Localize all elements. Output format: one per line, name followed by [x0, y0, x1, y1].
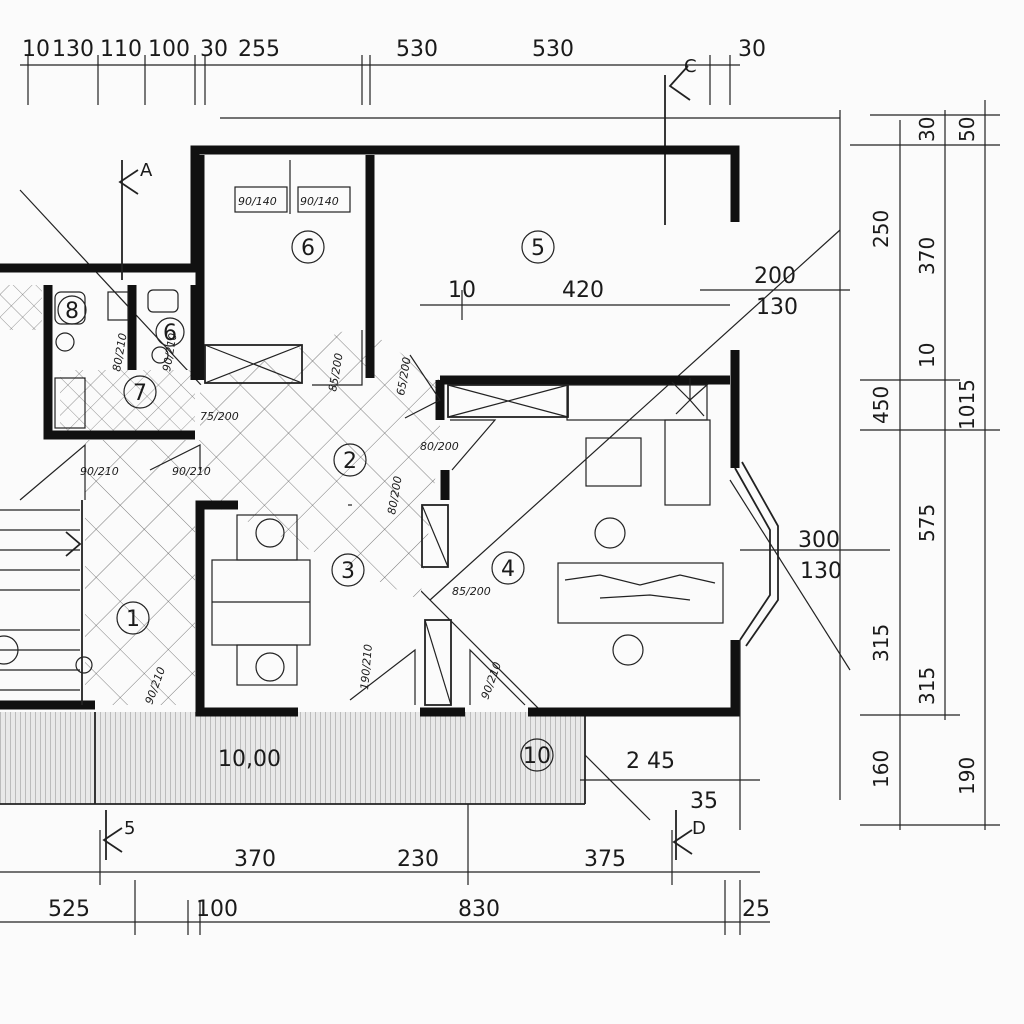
- right-dim-inner-3: 315: [869, 624, 893, 662]
- door-note-r6-a: 90/140: [238, 195, 277, 208]
- bottom-dim-3: 375: [584, 847, 626, 872]
- room-label-2: 2: [343, 449, 357, 474]
- staircase: [0, 500, 93, 705]
- inner-dimensions: 10 420 200 130 300 130 2 45 35: [420, 110, 890, 830]
- top-dim-6: 255: [238, 37, 280, 62]
- section-label-c: C: [684, 56, 697, 77]
- room-label-7: 7: [133, 381, 147, 406]
- bottom-dim-6: 830: [458, 897, 500, 922]
- right-dim-outer-2: 1015: [955, 379, 979, 430]
- room-label-1: 1: [126, 607, 140, 632]
- walls: [0, 145, 779, 717]
- section-mark-c: C: [664, 56, 697, 225]
- section-marks: A 5 D: [102, 160, 706, 860]
- window-bay-dim-b: 130: [800, 559, 842, 584]
- window-bay-dim-a: 300: [798, 528, 840, 553]
- bottom-dim-5: 100: [196, 897, 238, 922]
- room5-dim-a: 10: [448, 278, 476, 303]
- section-label-d: D: [692, 818, 706, 839]
- hatched-floor: [0, 285, 440, 705]
- door-note-10: 80/210: [110, 332, 130, 372]
- room5-dim-b: 420: [562, 278, 604, 303]
- top-dim-9: 30: [738, 37, 766, 62]
- door-note-3: 75/200: [200, 410, 239, 423]
- top-dim-8: 530: [532, 37, 574, 62]
- right-dim-mid-4: 575: [915, 504, 939, 542]
- bottom-dim-4: 525: [48, 897, 90, 922]
- top-dim-4: 100: [148, 37, 190, 62]
- right-dim-inner-4: 160: [869, 750, 893, 788]
- section-label-5: 5: [124, 818, 135, 839]
- top-dim-3: 110: [100, 37, 142, 62]
- small-dim-35: 35: [690, 789, 718, 814]
- bottom-dim-7: 25: [742, 897, 770, 922]
- top-dimension-chain: 10 130 110 100 30 255 530 530 30: [20, 37, 840, 119]
- top-dim-7: 530: [396, 37, 438, 62]
- room-label-4: 4: [501, 557, 515, 582]
- right-dim-inner-2: 450: [869, 386, 893, 424]
- right-dim-mid-5: 315: [915, 667, 939, 705]
- top-dim-5: 30: [200, 37, 228, 62]
- terrace-side-dim: 2 45: [626, 749, 675, 774]
- bottom-dim-1: 370: [234, 847, 276, 872]
- bottom-dimension-chains: 370 230 375 525 100 830 25: [0, 790, 770, 935]
- door-note-4: 80/200: [420, 440, 459, 453]
- door-note-13: 190/210: [358, 644, 375, 691]
- door-swings: [19, 330, 526, 706]
- right-dim-mid-2: 370: [915, 237, 939, 275]
- room-labels: 1 2 3 4 5 6 6 7 8 10: [57, 230, 555, 772]
- cupboards: [204, 344, 569, 706]
- plant-icon: [671, 378, 709, 417]
- window-top-dim-a: 200: [754, 264, 796, 289]
- right-dim-outer-1: 50: [955, 117, 979, 142]
- right-dim-mid-3: 10: [915, 343, 939, 368]
- right-dimension-chains: 250 450 315 160 30 370 10 575 315 50 101…: [850, 100, 1000, 830]
- room-label-8: 8: [65, 299, 79, 324]
- furniture: [0, 160, 724, 705]
- terrace: 10,00: [0, 712, 586, 805]
- door-note-6: 85/200: [452, 585, 491, 598]
- window-top-dim-b: 130: [756, 295, 798, 320]
- bottom-dim-2: 230: [397, 847, 439, 872]
- top-dim-2: 130: [52, 37, 94, 62]
- section-label-a: A: [140, 160, 153, 181]
- right-dim-inner-1: 250: [869, 210, 893, 248]
- room-label-6b: 6: [163, 321, 177, 346]
- right-dim-outer-3: 190: [955, 757, 979, 795]
- terrace-width-label: 10,00: [218, 747, 281, 772]
- room-label-5: 5: [531, 236, 545, 261]
- door-note-9: 90/210: [172, 465, 211, 478]
- door-note-8: 90/210: [80, 465, 119, 478]
- room-label-3: 3: [341, 559, 355, 584]
- right-dim-mid-1: 30: [915, 117, 939, 142]
- top-dim-1: 10: [22, 37, 50, 62]
- room-label-10: 10: [523, 744, 551, 769]
- room-label-6: 6: [301, 236, 315, 261]
- door-note-r6-b: 90/140: [300, 195, 339, 208]
